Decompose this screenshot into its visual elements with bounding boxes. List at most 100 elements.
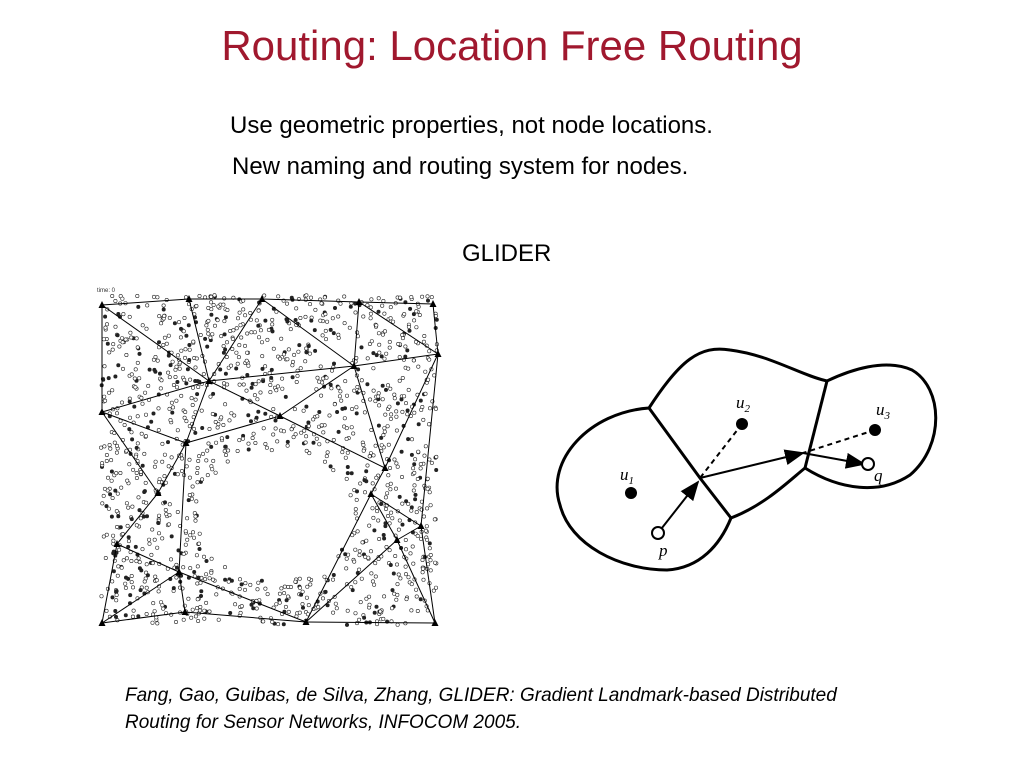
sensor-node [345, 608, 350, 613]
sensor-node [262, 293, 267, 298]
sensor-node [191, 530, 196, 535]
sensor-node [113, 488, 118, 493]
sensor-node [171, 405, 176, 410]
sensor-node [410, 544, 415, 549]
sensor-node [408, 551, 413, 556]
sensor-node [394, 414, 399, 419]
sensor-node [425, 298, 430, 303]
sensor-node [291, 435, 296, 440]
sensor-node [155, 621, 160, 626]
sensor-node [270, 619, 275, 624]
sensor-node [282, 591, 287, 596]
sensor-node [112, 440, 117, 445]
sensor-node [428, 552, 433, 557]
sensor-node [429, 460, 434, 465]
sensor-node [349, 425, 354, 430]
sensor-node [392, 392, 397, 397]
sensor-node [171, 586, 176, 591]
sensor-node [173, 375, 178, 380]
sensor-node [388, 562, 393, 567]
sensor-node [186, 498, 191, 503]
sensor-node [133, 454, 138, 459]
sensor-node [354, 489, 359, 494]
sensor-node [306, 603, 311, 608]
sensor-node [294, 306, 299, 311]
sensor-node [206, 318, 211, 323]
sensor-node [223, 444, 228, 449]
triangulation-edge [178, 571, 186, 613]
sensor-node [392, 457, 397, 462]
sensor-node [422, 333, 427, 338]
sensor-node [187, 358, 192, 363]
sensor-node [260, 366, 265, 371]
sensor-node [352, 559, 357, 564]
sensor-node [376, 518, 381, 523]
triangulation-edge [101, 611, 186, 624]
triangulation-edge [358, 301, 434, 305]
sensor-node [387, 404, 392, 409]
sensor-node [271, 407, 276, 412]
sensor-node [137, 566, 142, 571]
sensor-node [274, 602, 279, 607]
sensor-node [223, 347, 228, 352]
sensor-node [211, 302, 216, 307]
sensor-node [209, 312, 214, 317]
sensor-node [382, 426, 387, 431]
sensor-node [222, 381, 227, 386]
sensor-node [269, 448, 274, 453]
sensor-node [313, 307, 318, 312]
sensor-node [166, 440, 171, 445]
sensor-node [222, 296, 227, 301]
slide-title: Routing: Location Free Routing [221, 22, 803, 69]
sensor-node [192, 426, 197, 431]
sensor-node [368, 311, 373, 316]
sensor-node [114, 525, 119, 530]
sensor-node [159, 378, 164, 383]
sensor-node [166, 333, 171, 338]
glider-subtitle: GLIDER [462, 240, 552, 267]
node-q [861, 457, 875, 471]
sensor-node [414, 587, 419, 592]
sensor-node [194, 499, 199, 504]
sensor-node [388, 386, 393, 391]
sensor-node [331, 468, 336, 473]
sensor-node [358, 600, 363, 605]
sensor-node [127, 314, 132, 319]
sensor-node [246, 363, 251, 368]
sensor-node [151, 294, 156, 299]
sensor-node [325, 319, 330, 324]
sensor-node [338, 389, 343, 394]
sensor-node [185, 516, 190, 521]
sensor-node [420, 557, 425, 562]
sensor-node [420, 294, 425, 299]
sensor-node [244, 358, 249, 363]
sensor-node [243, 343, 248, 348]
sensor-node [114, 443, 119, 448]
landmark-marker [181, 608, 189, 615]
sensor-node [393, 486, 398, 491]
sensor-node [428, 568, 433, 573]
sensor-node [428, 503, 433, 508]
sensor-node [162, 452, 167, 457]
sensor-node [155, 295, 160, 300]
sensor-node [144, 500, 149, 505]
sensor-node [405, 408, 410, 413]
sensor-node [331, 331, 336, 336]
sensor-node [202, 608, 207, 613]
sensor-node [269, 375, 274, 380]
sensor-node [134, 523, 139, 528]
sensor-node [416, 422, 421, 427]
sensor-node [114, 598, 119, 603]
sensor-node [111, 533, 116, 538]
sensor-node [333, 305, 338, 310]
sensor-node [168, 418, 173, 423]
sensor-node [349, 471, 354, 476]
sensor-node [245, 350, 250, 355]
sensor-node [409, 508, 414, 513]
sensor-node [324, 454, 329, 459]
sensor-node [427, 457, 432, 462]
triangulation-edge [353, 365, 386, 469]
sensor-node [127, 462, 132, 467]
sensor-node [376, 394, 381, 399]
sensor-node [197, 546, 202, 551]
